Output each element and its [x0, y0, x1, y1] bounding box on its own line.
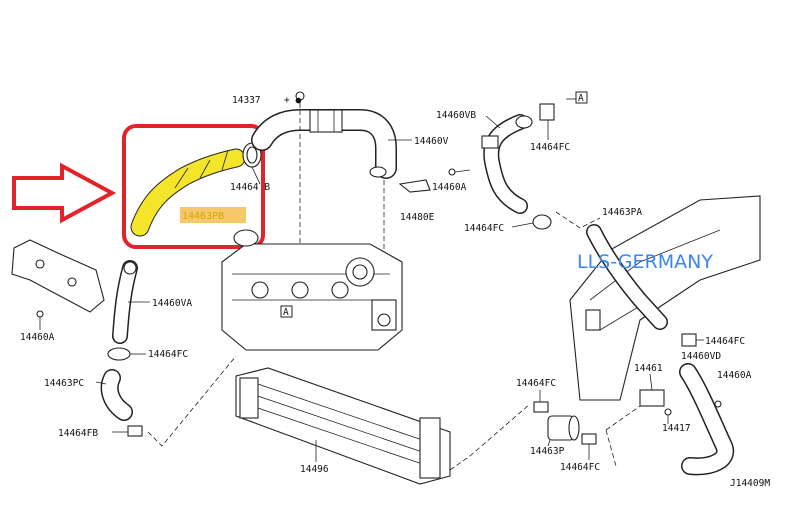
clamp-14464FC-bottom[interactable] [581, 433, 597, 445]
radiator-support-right [569, 195, 761, 401]
label-14460VD: 14460VD [681, 351, 721, 362]
bolt-14460A-right[interactable] [714, 400, 722, 408]
clamp-14464FC-mid[interactable] [532, 214, 552, 230]
label-14460A-left: 14460A [20, 332, 55, 343]
svg-text:A: A [283, 307, 289, 318]
engine-block [221, 243, 403, 351]
pipe-14460V[interactable] [251, 109, 397, 179]
label-14417: 14417 [662, 423, 691, 434]
label-14464FB: 14464FB [58, 428, 98, 439]
clamp-14464FB[interactable] [127, 425, 143, 437]
focus-box [122, 124, 265, 249]
drawing-number: J14409M [730, 478, 770, 489]
label-14464FC-r1: 14464FC [705, 336, 745, 347]
label-14480E: 14480E [400, 212, 435, 223]
label-14460A-mid: 14460A [432, 182, 467, 193]
svg-text:+ ●: + ● [284, 95, 301, 106]
intercooler-14496[interactable] [235, 367, 451, 485]
label-14463PC: 14463PC [44, 378, 84, 389]
bracket-14461[interactable] [639, 389, 665, 407]
label-14464FC-bottom: 14464FC [560, 462, 600, 473]
label-14496: 14496 [300, 464, 329, 475]
view-marker-top [575, 91, 588, 104]
clamp-14464FC-top[interactable] [539, 103, 555, 121]
bolt-14460A-mid[interactable] [448, 168, 471, 176]
bracket-14480E[interactable] [398, 179, 431, 193]
label-14464FC-mid: 14464FC [464, 223, 504, 234]
view-marker-mid [280, 305, 293, 318]
label-14464B: 14464 B [230, 182, 270, 193]
bracket-left [11, 239, 105, 313]
pipe-14463PA[interactable] [586, 224, 668, 330]
svg-text:A: A [578, 93, 584, 104]
pipe-14460VA[interactable] [112, 260, 138, 344]
label-14460A-right: 14460A [717, 370, 752, 381]
hose-14463PB[interactable] [130, 148, 246, 237]
label-14464FC-top: 14464FC [530, 142, 570, 153]
hose-14463P[interactable] [547, 415, 580, 441]
label-14460VA: 14460VA [152, 298, 192, 309]
bolt-14460A-left[interactable] [36, 310, 44, 318]
pipe-14460VB[interactable] [481, 114, 533, 214]
clamp-14464FC-r1[interactable] [681, 333, 697, 347]
bolt-14337[interactable] [295, 91, 305, 108]
clamp-14464FC-left[interactable] [107, 347, 131, 361]
label-14463P: 14463P [530, 446, 565, 457]
clamp-engine[interactable] [233, 229, 259, 247]
label-14461: 14461 [634, 363, 663, 374]
hose-14463PC[interactable] [100, 369, 133, 421]
label-14460V: 14460V [414, 136, 449, 147]
watermark: LLS-GERMANY [577, 251, 713, 273]
label-14464FC-left: 14464FC [148, 349, 188, 360]
pointer-arrow [12, 162, 117, 224]
label-14464FC-r2: 14464FC [516, 378, 556, 389]
highlight-label[interactable]: 14463PB [182, 211, 224, 222]
label-14337: 14337 [232, 95, 261, 106]
pipe-14460VD[interactable] [679, 363, 734, 476]
bolt-14417[interactable] [664, 408, 672, 424]
label-14463PA: 14463PA [602, 207, 642, 218]
clamp-14464FC-r2[interactable] [533, 401, 549, 413]
label-14460VB: 14460VB [436, 110, 476, 121]
highlight-label-bg [180, 207, 246, 223]
